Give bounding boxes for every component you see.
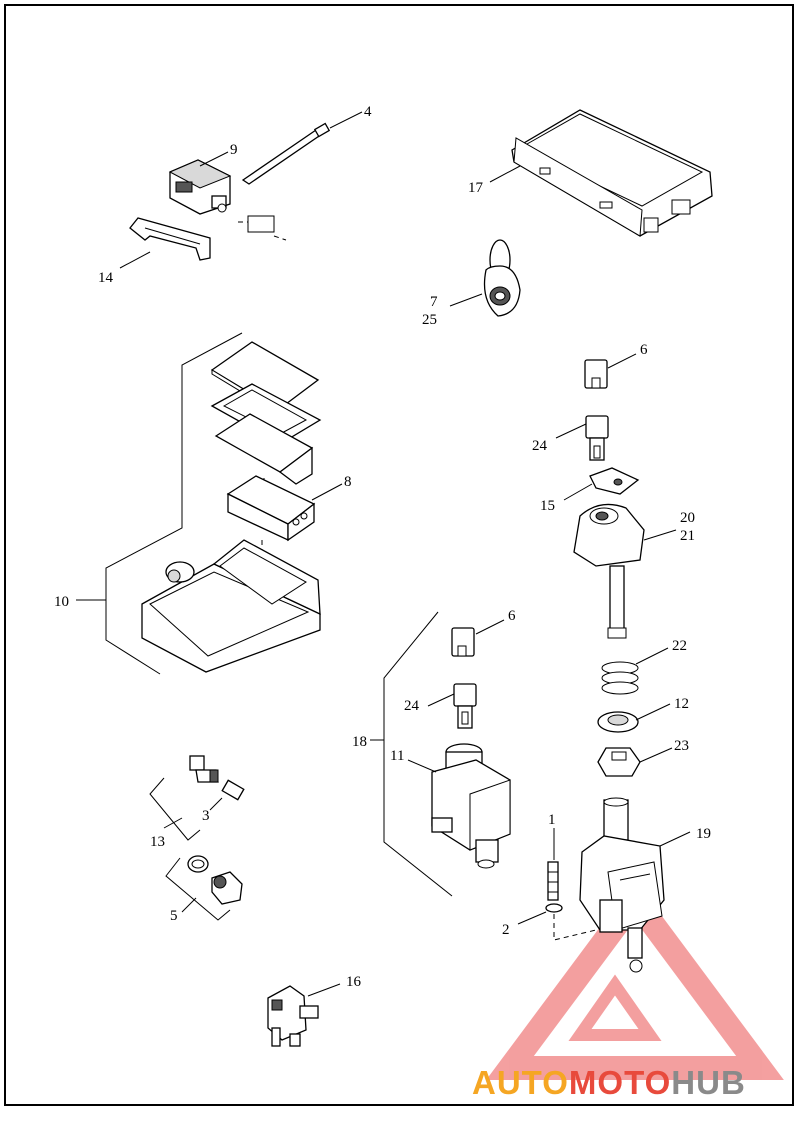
callout-6-upper: 6: [640, 342, 648, 358]
part-key-blank-upper: [584, 359, 608, 389]
watermark-text: AUTOMOTOHUB: [472, 1064, 746, 1101]
callout-16: 16: [346, 974, 362, 990]
part-ignition-switch: [579, 797, 665, 973]
part-connector-16: [267, 985, 319, 1047]
part-key-blank-lower: [451, 627, 475, 657]
part-washer: [545, 903, 563, 913]
callout-18: 18: [352, 734, 367, 750]
group-bracket-18: [370, 611, 453, 897]
callout-5: 5: [170, 908, 178, 924]
callout-3: 3: [202, 808, 210, 824]
watermark-hub: HUB: [671, 1064, 746, 1101]
part-module: [511, 109, 713, 237]
callout-15: 15: [540, 498, 555, 514]
part-ring-nut: [597, 711, 639, 733]
callout-7: 7: [430, 294, 438, 310]
callout-12: 12: [674, 696, 689, 712]
callout-9: 9: [230, 142, 238, 158]
watermark-moto: MOTO: [569, 1064, 671, 1101]
part-fitting: [211, 871, 243, 905]
part-connector-housing: [168, 159, 232, 215]
part-terminal-3: [221, 779, 245, 801]
callout-11: 11: [390, 748, 404, 764]
part-key-fob: [483, 239, 521, 317]
callout-2: 2: [502, 922, 510, 938]
part-screw: [547, 861, 559, 901]
callout-23: 23: [674, 738, 689, 754]
callout-22: 22: [672, 638, 687, 654]
callout-24-upper: 24: [532, 438, 548, 454]
callout-10: 10: [54, 594, 69, 610]
callout-6-lower: 6: [508, 608, 516, 624]
callout-14: 14: [98, 270, 114, 286]
part-sensor-13: [189, 755, 219, 783]
group-bracket-10: [76, 332, 243, 675]
callout-4: 4: [364, 104, 372, 120]
callout-13: 13: [150, 834, 165, 850]
part-electronic-module: [226, 475, 316, 542]
part-ignition-cap: [573, 503, 645, 639]
watermark-auto: AUTO: [472, 1064, 569, 1101]
callout-17: 17: [468, 180, 484, 196]
callout-21: 21: [680, 528, 695, 544]
svg-text:AUTOMOTOHUB: AUTOMOTOHUB: [472, 1064, 746, 1101]
callout-8: 8: [344, 474, 352, 490]
part-gasket: [210, 383, 322, 445]
part-spring: [601, 661, 639, 695]
callout-19: 19: [696, 826, 711, 842]
callout-25: 25: [422, 312, 437, 328]
callout-20: 20: [680, 510, 695, 526]
callout-1: 1: [548, 812, 556, 828]
part-housing-box: [141, 539, 321, 673]
watermark-logo: [486, 879, 784, 1080]
part-tray: [214, 413, 314, 485]
part-lock-cylinder: [431, 743, 511, 869]
callout-24-lower: 24: [404, 698, 420, 714]
part-cable-tie: [241, 122, 331, 185]
part-key-lower: [453, 683, 477, 729]
part-collar: [597, 747, 641, 777]
part-o-ring: [187, 855, 209, 873]
part-bracket: [129, 217, 211, 261]
part-plate: [589, 467, 640, 495]
part-key-upper: [585, 415, 609, 461]
part-small-terminal: [238, 215, 287, 241]
